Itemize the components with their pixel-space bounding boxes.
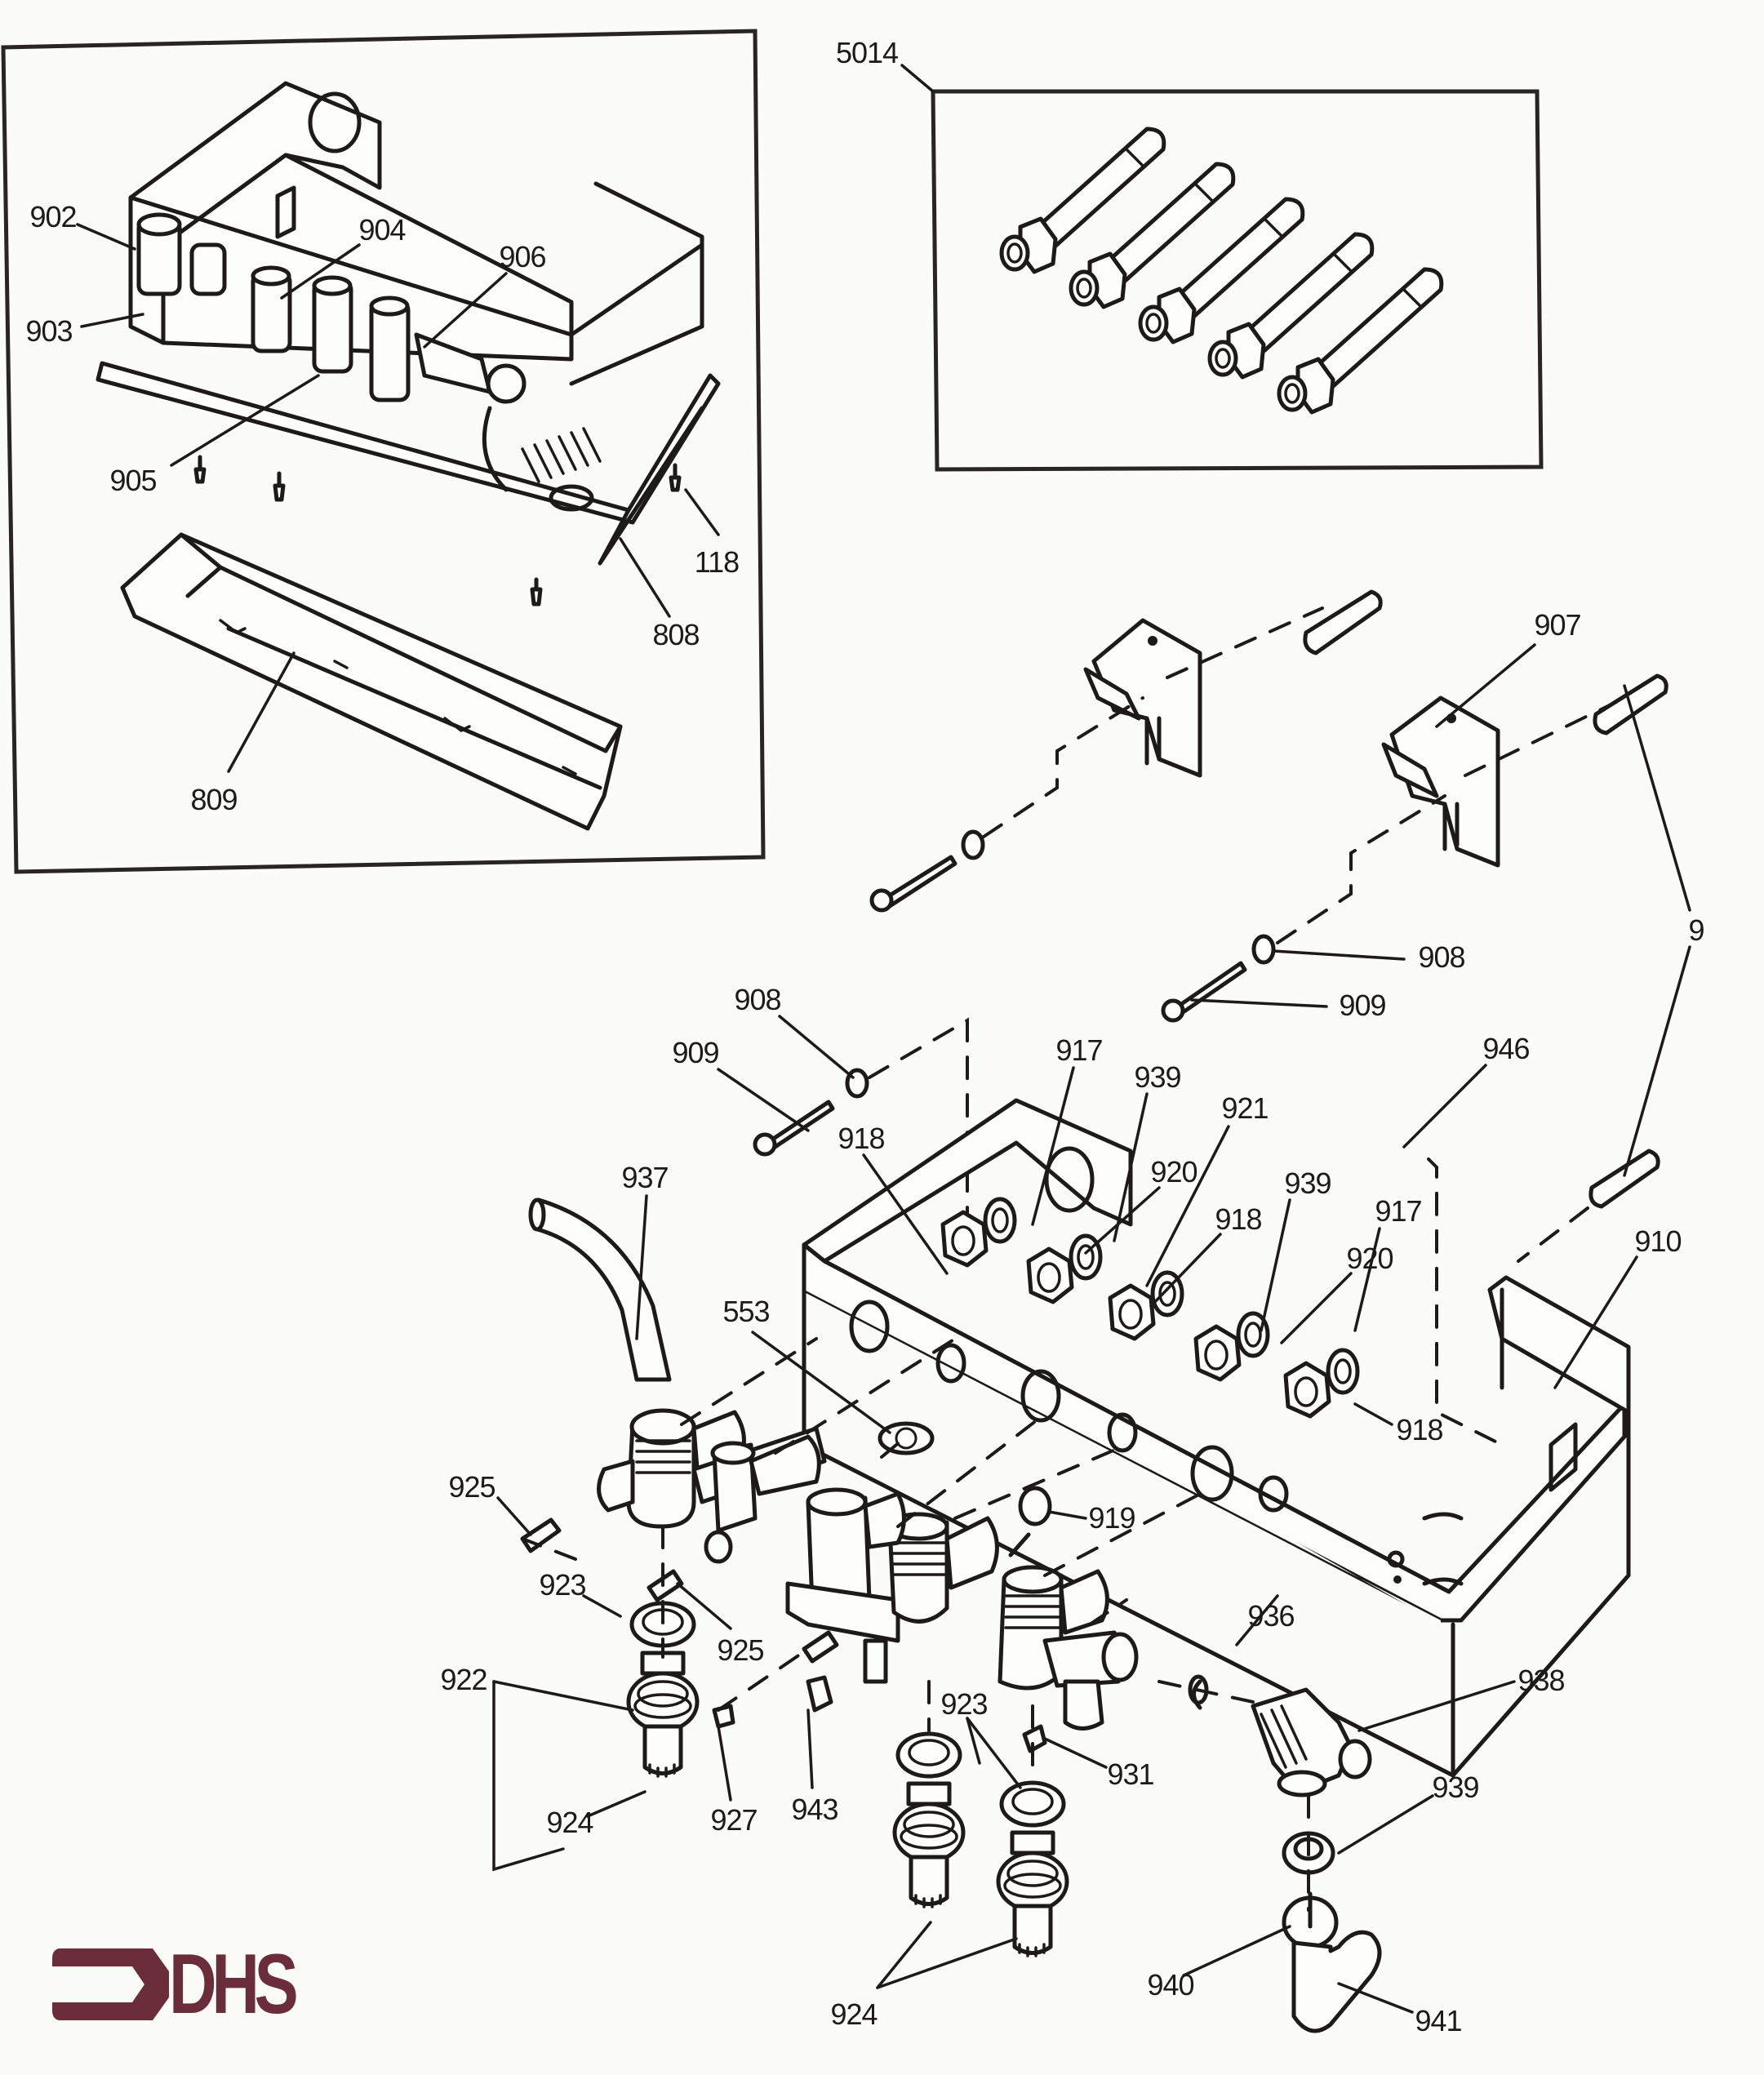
lock-nut — [1193, 1324, 1242, 1382]
connection-pipe — [1138, 197, 1305, 344]
part-label-919: 919 — [1088, 1501, 1135, 1535]
assembled-frame-chassis — [96, 81, 721, 607]
connection-pipe — [999, 127, 1166, 274]
assembled-view-frame — [1, 29, 766, 874]
drain-elbow-940-941 — [1282, 1891, 1382, 2033]
part-label-927: 927 — [710, 1803, 758, 1837]
connection-pipe — [1277, 267, 1444, 415]
part-label-918: 918 — [1396, 1413, 1443, 1446]
part-label-925: 925 — [448, 1470, 495, 1504]
nuts-and-washers-row — [940, 1197, 1360, 1419]
pressure-relief-valve-938 — [1251, 1687, 1372, 1797]
part-label-907: 907 — [1534, 608, 1581, 642]
dhs-logo-text: DHS — [169, 1937, 299, 2032]
part-label-931: 931 — [1107, 1757, 1154, 1791]
part-label-908: 908 — [734, 983, 781, 1016]
part-label-908: 908 — [1418, 940, 1465, 974]
part-label-937: 937 — [621, 1161, 669, 1194]
part-label-918: 918 — [1215, 1202, 1262, 1236]
part-label-918: 918 — [838, 1122, 885, 1155]
lower-assembly-guide-lines — [521, 1337, 1310, 1912]
part-label-909: 909 — [672, 1036, 719, 1069]
sealing-washer — [983, 1197, 1017, 1244]
sealing-washer — [1236, 1311, 1270, 1358]
dhs-logo: DHS — [51, 1942, 354, 2027]
wall-bracket-right — [1381, 695, 1500, 868]
part-label-808: 808 — [652, 618, 700, 651]
part-label-809: 809 — [190, 783, 238, 816]
part-label-906: 906 — [499, 240, 546, 273]
lock-nut — [940, 1210, 989, 1268]
lock-nut — [1026, 1246, 1074, 1304]
part-label-553: 553 — [722, 1295, 770, 1328]
connection-set-pipes — [999, 127, 1444, 415]
part-label-5014: 5014 — [835, 36, 899, 69]
connection-set-leader — [900, 64, 935, 93]
part-label-118: 118 — [694, 545, 740, 579]
lock-nut — [1108, 1283, 1156, 1341]
hose-937 — [528, 1197, 672, 1382]
part-label-917: 917 — [1375, 1194, 1422, 1228]
part-label-903: 903 — [25, 314, 73, 348]
cartridge-stacks — [626, 1601, 1069, 1957]
valve-block-left — [597, 1408, 827, 1564]
main-leaders — [492, 643, 1691, 2014]
part-label-9: 9 — [1688, 913, 1704, 947]
part-label-923: 923 — [539, 1568, 586, 1602]
part-label-920: 920 — [1150, 1155, 1197, 1189]
valve-cartridge — [892, 1731, 966, 1908]
part-label-938: 938 — [1517, 1664, 1565, 1697]
part-label-941: 941 — [1415, 2004, 1462, 2037]
part-label-902: 902 — [29, 200, 77, 233]
valve-cartridge — [996, 1780, 1069, 1957]
part-label-920: 920 — [1346, 1242, 1393, 1275]
part-label-910: 910 — [1634, 1224, 1682, 1258]
dhs-logo-arrow-icon — [52, 1948, 169, 2020]
water-section-chassis — [802, 1098, 1631, 1778]
part-label-905: 905 — [109, 464, 157, 497]
part-label-939: 939 — [1284, 1166, 1331, 1200]
assembled-view-leaders — [76, 223, 720, 773]
part-label-922: 922 — [440, 1663, 487, 1696]
sealing-washer — [1326, 1348, 1360, 1395]
part-label-940: 940 — [1147, 1968, 1194, 2002]
valve-block-right — [998, 1565, 1139, 1731]
assembly-guide-lines — [868, 607, 1618, 1446]
part-label-946: 946 — [1482, 1032, 1530, 1065]
part-label-923: 923 — [940, 1687, 988, 1721]
assembled-cover-809 — [120, 532, 623, 831]
part-label-925: 925 — [717, 1633, 764, 1667]
connection-pipe — [1069, 162, 1236, 309]
part-label-917: 917 — [1055, 1033, 1103, 1067]
small-rings — [1008, 1532, 1202, 1710]
part-label-939: 939 — [1432, 1771, 1479, 1804]
part-label-924: 924 — [830, 1997, 878, 2031]
part-label-936: 936 — [1247, 1599, 1295, 1633]
connection-set-frame — [931, 89, 1544, 472]
part-label-943: 943 — [791, 1793, 838, 1826]
sealing-washer — [1069, 1233, 1103, 1281]
part-label-939: 939 — [1134, 1060, 1181, 1094]
part-label-924: 924 — [546, 1806, 593, 1839]
valve-cartridge — [626, 1601, 700, 1778]
part-label-904: 904 — [358, 213, 406, 247]
screws-and-washers — [753, 829, 1276, 1157]
lock-nut — [1283, 1361, 1331, 1419]
connection-pipe — [1207, 232, 1375, 380]
part-label-909: 909 — [1339, 989, 1386, 1022]
part-label-921: 921 — [1221, 1091, 1269, 1125]
